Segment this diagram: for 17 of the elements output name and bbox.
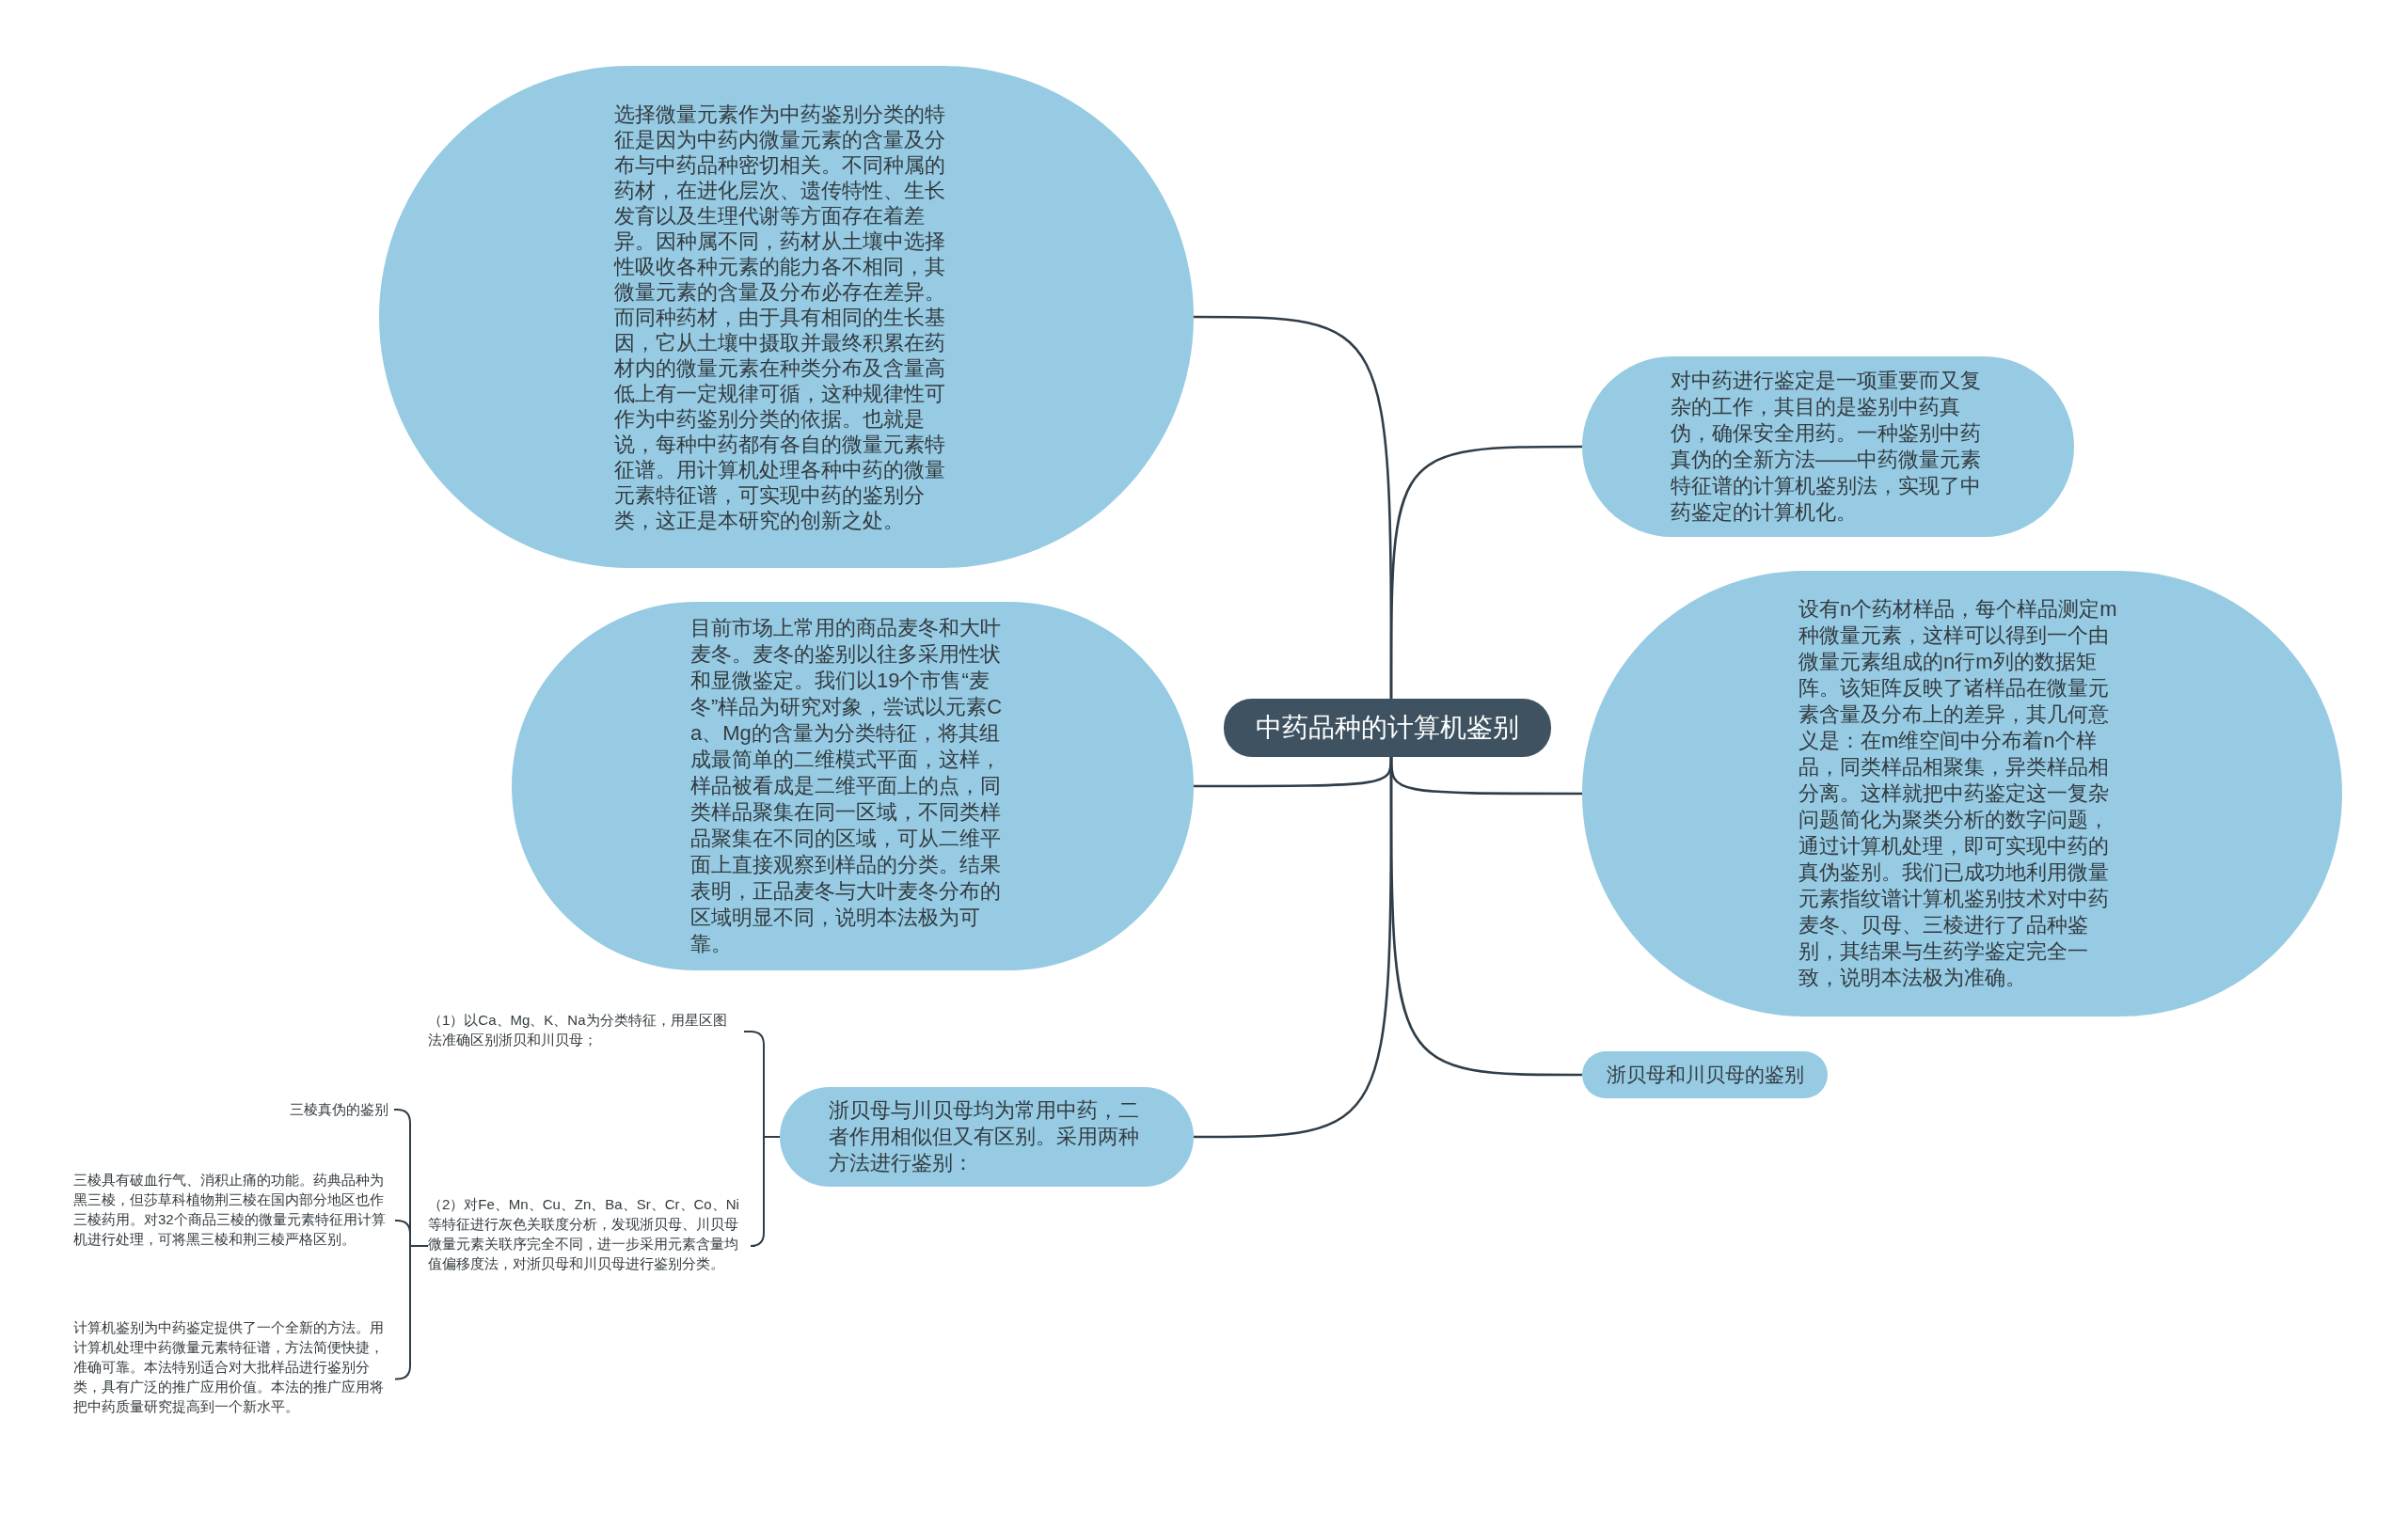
connector-line [394, 1245, 429, 1380]
topic-text: 目前市场上常用的商品麦冬和大叶麦冬。麦冬的鉴别以往多采用性状和显微鉴定。我们以19个市售“麦冬”样品为研究对象，尝试以元素Ca、Mg的含量为分类特征，将其组成最简单的二维模式平面，这样，样品被看成是二维平面上的点，同类样品聚集在同一区域，不同类样品聚集在不同的区域，可从二维平面上直接观察到样品的分类。结果表明，正品麦冬与大叶麦冬分布的区域明显不同，说明本法极为可靠。 [690, 615, 1004, 957]
topic-text: 选择微量元素作为中药鉴别分类的特征是因为中药内微量元素的含量及分布与中药品种密切相关。不同种属的药材，在进化层次、遗传特性、生长发育以及生理代谢等方面存在着差异。因种属不同，药材从土壤中选择性吸收各种元素的能力各不相同，其微量元素的含量及分布必存在差异。而同种药材，由于具有相同的生长基因，它从土壤中摄取并最终积累在药材内的微量元素在种类分布及含量高低上有一定规律可循，这种规律性可作为中药鉴别分类的依据。也就是说，每种中药都有各自的微量元素特征谱。用计算机处理各种中药的微量元素特征谱，可实现中药的鉴别分类，这正是本研究的创新之处。 [614, 101, 945, 533]
note-text: （1）以Ca、Mg、K、Na为分类特征，用星区图法准确区别浙贝和川贝母； [428, 1010, 738, 1049]
central-topic-text: 中药品种的计算机鉴别 [1256, 712, 1519, 744]
note-text: 三棱真伪的鉴别 [235, 1099, 388, 1119]
topic-bubble [1582, 1051, 1828, 1098]
note-text: 计算机鉴别为中药鉴定提供了一个全新的方法。用计算机处理中药微量元素特征谱，方法简便快捷，准确可靠。本法特别适合对大批样品进行鉴别分类，具有广泛的推广应用价值。本法的推广应用将把中药质量研究提高到一个新水平。 [73, 1317, 389, 1416]
topic-text: 设有n个药材样品，每个样品测定m种微量元素，这样可以得到一个由微量元素组成的n行m列的数据矩阵。该矩阵反映了诸样品在微量元素含量及分布上的差异，其几何意义是：在m维空间中分布着n个样品，同类样品相聚集，异类样品相分离。这样就把中药鉴定这一复杂问题简化为聚类分析的数字问题，通过计算机处理，即可实现中药的真伪鉴别。我们已成功地利用微量元素指纹谱计算机鉴别技术对中药麦冬、贝母、三棱进行了品种鉴别，其结果与生药学鉴定完全一致，说明本法极为准确。 [1798, 596, 2118, 991]
topic-text: 对中药进行鉴定是一项重要而又复杂的工作，其目的是鉴别中药真伪，确保安全用药。一种鉴别中药真伪的全新方法——中药微量元素特征谱的计算机鉴别法，实现了中药鉴定的计算机化。 [1671, 368, 1982, 526]
note-text: （2）对Fe、Mn、Cu、Zn、Ba、Sr、Cr、Co、Ni等特征进行灰色关联度分析，发现浙贝母、川贝母微量元素关联序完全不同，进一步采用元素含量均值偏移度法，对浙贝母和川贝母进行鉴别分类。 [428, 1194, 750, 1273]
topic-text: 浙贝母和川贝母的鉴别 [1606, 1063, 1804, 1087]
topic-text: 浙贝母与川贝母均为常用中药，二者作用相似但又有区别。采用两种方法进行鉴别： [829, 1097, 1140, 1176]
connector-line [1194, 757, 1393, 1139]
connector-line [1389, 445, 1582, 699]
central-topic [1224, 699, 1551, 757]
note-text: 三棱具有破血行气、消积止痛的功能。药典品种为黑三棱，但莎草科植物荆三棱在国内部分地区也作三棱药用。对32个商品三棱的微量元素特征用计算机进行处理，可将黑三棱和荆三棱严格区别。 [73, 1170, 389, 1249]
